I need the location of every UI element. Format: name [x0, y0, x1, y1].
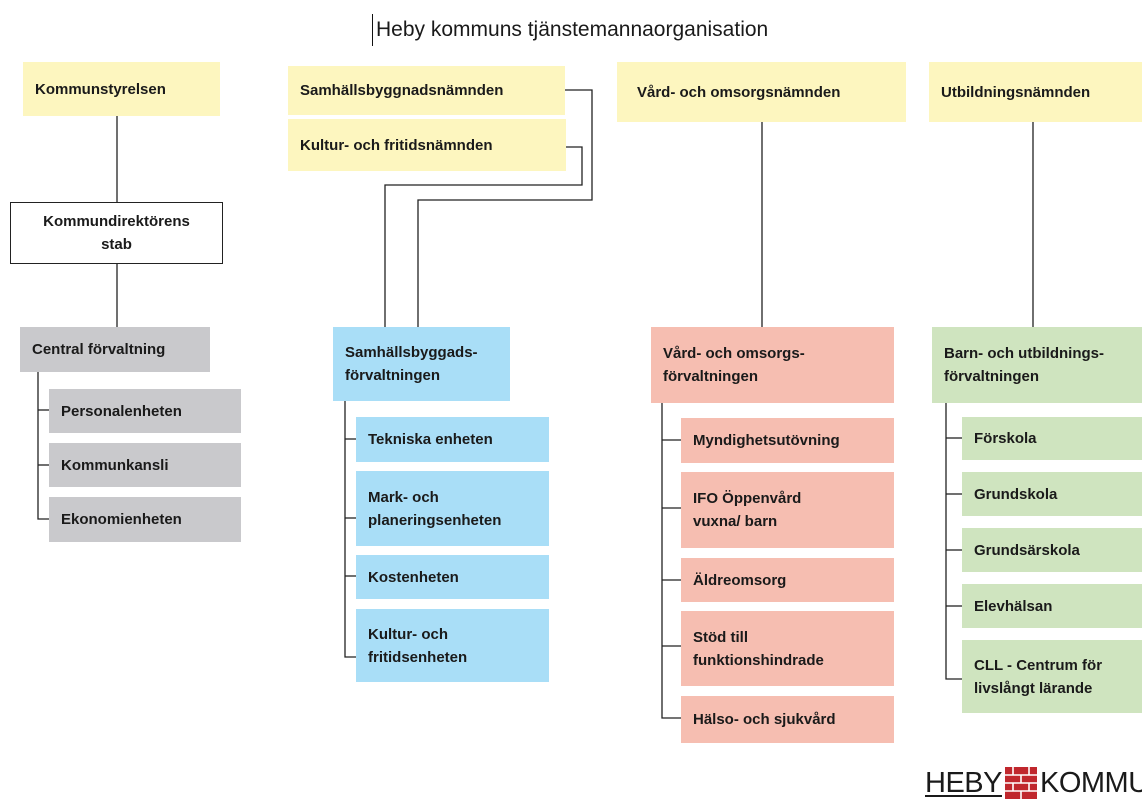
unit-line1: Äldreomsorg — [693, 571, 787, 589]
coat-of-arms-icon — [1004, 767, 1037, 799]
board-vard-och-omsorgsnamnden: Vård- och omsorgsnämnden — [617, 62, 906, 122]
logo-word-kommun: KOMMU — [1039, 766, 1142, 799]
unit-ifo-oppenvard: IFO Öppenvård vuxna/ barn — [681, 472, 894, 548]
samhallsbyggad-title-line2: förvaltningen — [345, 367, 441, 384]
unit-line1: Tekniska enheten — [368, 431, 493, 448]
unit-line1: Förskola — [974, 430, 1037, 447]
unit-line1: IFO Öppenvård — [693, 490, 802, 507]
unit-line1: Mark- och — [368, 488, 439, 506]
staff-line2: stab — [101, 236, 132, 253]
unit-forskola: Förskola — [962, 417, 1142, 460]
unit-grundskola: Grundskola — [962, 472, 1142, 516]
unit-line1: Grundsärskola — [974, 541, 1080, 559]
unit-myndighetsutovning: Myndighetsutövning — [681, 418, 894, 463]
board-samhallsbyggnadsnamnden: Samhällsbyggnadsnämnden — [288, 66, 565, 115]
unit-elevhalsan: Elevhälsan — [962, 584, 1142, 628]
unit-aldreomsorg: Äldreomsorg — [681, 558, 894, 602]
unit-cll-centrum-for-livslangt-larande: CLL - Centrum för livslångt lärande — [962, 640, 1142, 713]
logo-word-heby: HEBY — [925, 766, 1002, 799]
unit-line1: Grundskola — [974, 485, 1058, 503]
heby-kommun-logo: HEBY KOMMU — [925, 763, 1142, 803]
vard-och-omsorgsforvaltningen: Vård- och omsorgs- förvaltningen — [651, 327, 894, 403]
unit-line1: Stöd till — [693, 628, 748, 646]
board-kultur-och-fritidsnamnden: Kultur- och fritidsnämnden — [288, 119, 566, 171]
samhallsbyggadsforvaltningen: Samhällsbyggads- förvaltningen — [333, 327, 510, 401]
unit-line2: livslångt lärande — [974, 679, 1093, 697]
utbildning-title-line2: förvaltningen — [944, 368, 1040, 385]
unit-line2: funktionshindrade — [693, 651, 824, 669]
unit-kommunkansli: Kommunkansli — [49, 443, 241, 487]
unit-ekonomienheten: Ekonomienheten — [49, 497, 241, 542]
samhallsbyggad-title-line1: Samhällsbyggads- — [345, 344, 478, 361]
unit-line2: vuxna/ barn — [693, 513, 778, 530]
barn-och-utbildningsforvaltningen: Barn- och utbildnings- förvaltningen — [932, 327, 1142, 403]
utbildning-title-line1: Barn- och utbildnings- — [944, 345, 1104, 362]
unit-line2: fritidsenheten — [368, 648, 468, 666]
unit-tekniska-enheten: Tekniska enheten — [356, 417, 549, 462]
unit-mark-och-planeringsenheten: Mark- och planeringsenheten — [356, 471, 549, 546]
unit-line1: Kostenheten — [368, 568, 459, 586]
unit-line1: Elevhälsan — [974, 597, 1053, 615]
staff-line1: Kommundirektörens — [43, 213, 190, 230]
unit-personalenheten: Personalenheten — [49, 389, 241, 433]
unit-line2: planeringsenheten — [368, 511, 502, 529]
board-utbildningsnamnden: Utbildningsnämnden — [929, 62, 1142, 122]
unit-kostenheten: Kostenheten — [356, 555, 549, 599]
kommundirektorens-stab: Kommundirektörens stab — [10, 202, 223, 264]
vard-title-line2: förvaltningen — [663, 368, 759, 385]
unit-kultur-och-fritidsenheten: Kultur- och fritidsenheten — [356, 609, 549, 682]
unit-line1: Kultur- och — [368, 625, 448, 643]
unit-line1: Myndighetsutövning — [693, 432, 840, 449]
unit-halso-och-sjukvard: Hälso- och sjukvård — [681, 696, 894, 743]
board-kommunstyrelsen: Kommunstyrelsen — [23, 62, 220, 116]
page-title: Heby kommuns tjänstemannaorganisation — [372, 14, 768, 46]
unit-line1: CLL - Centrum för — [974, 656, 1103, 674]
vard-title-line1: Vård- och omsorgs- — [663, 345, 805, 362]
unit-line1: Hälso- och sjukvård — [693, 711, 836, 728]
central-forvaltning: Central förvaltning — [20, 327, 210, 372]
unit-grundsarskola: Grundsärskola — [962, 528, 1142, 572]
unit-stod-till-funktionshindrade: Stöd till funktionshindrade — [681, 611, 894, 686]
